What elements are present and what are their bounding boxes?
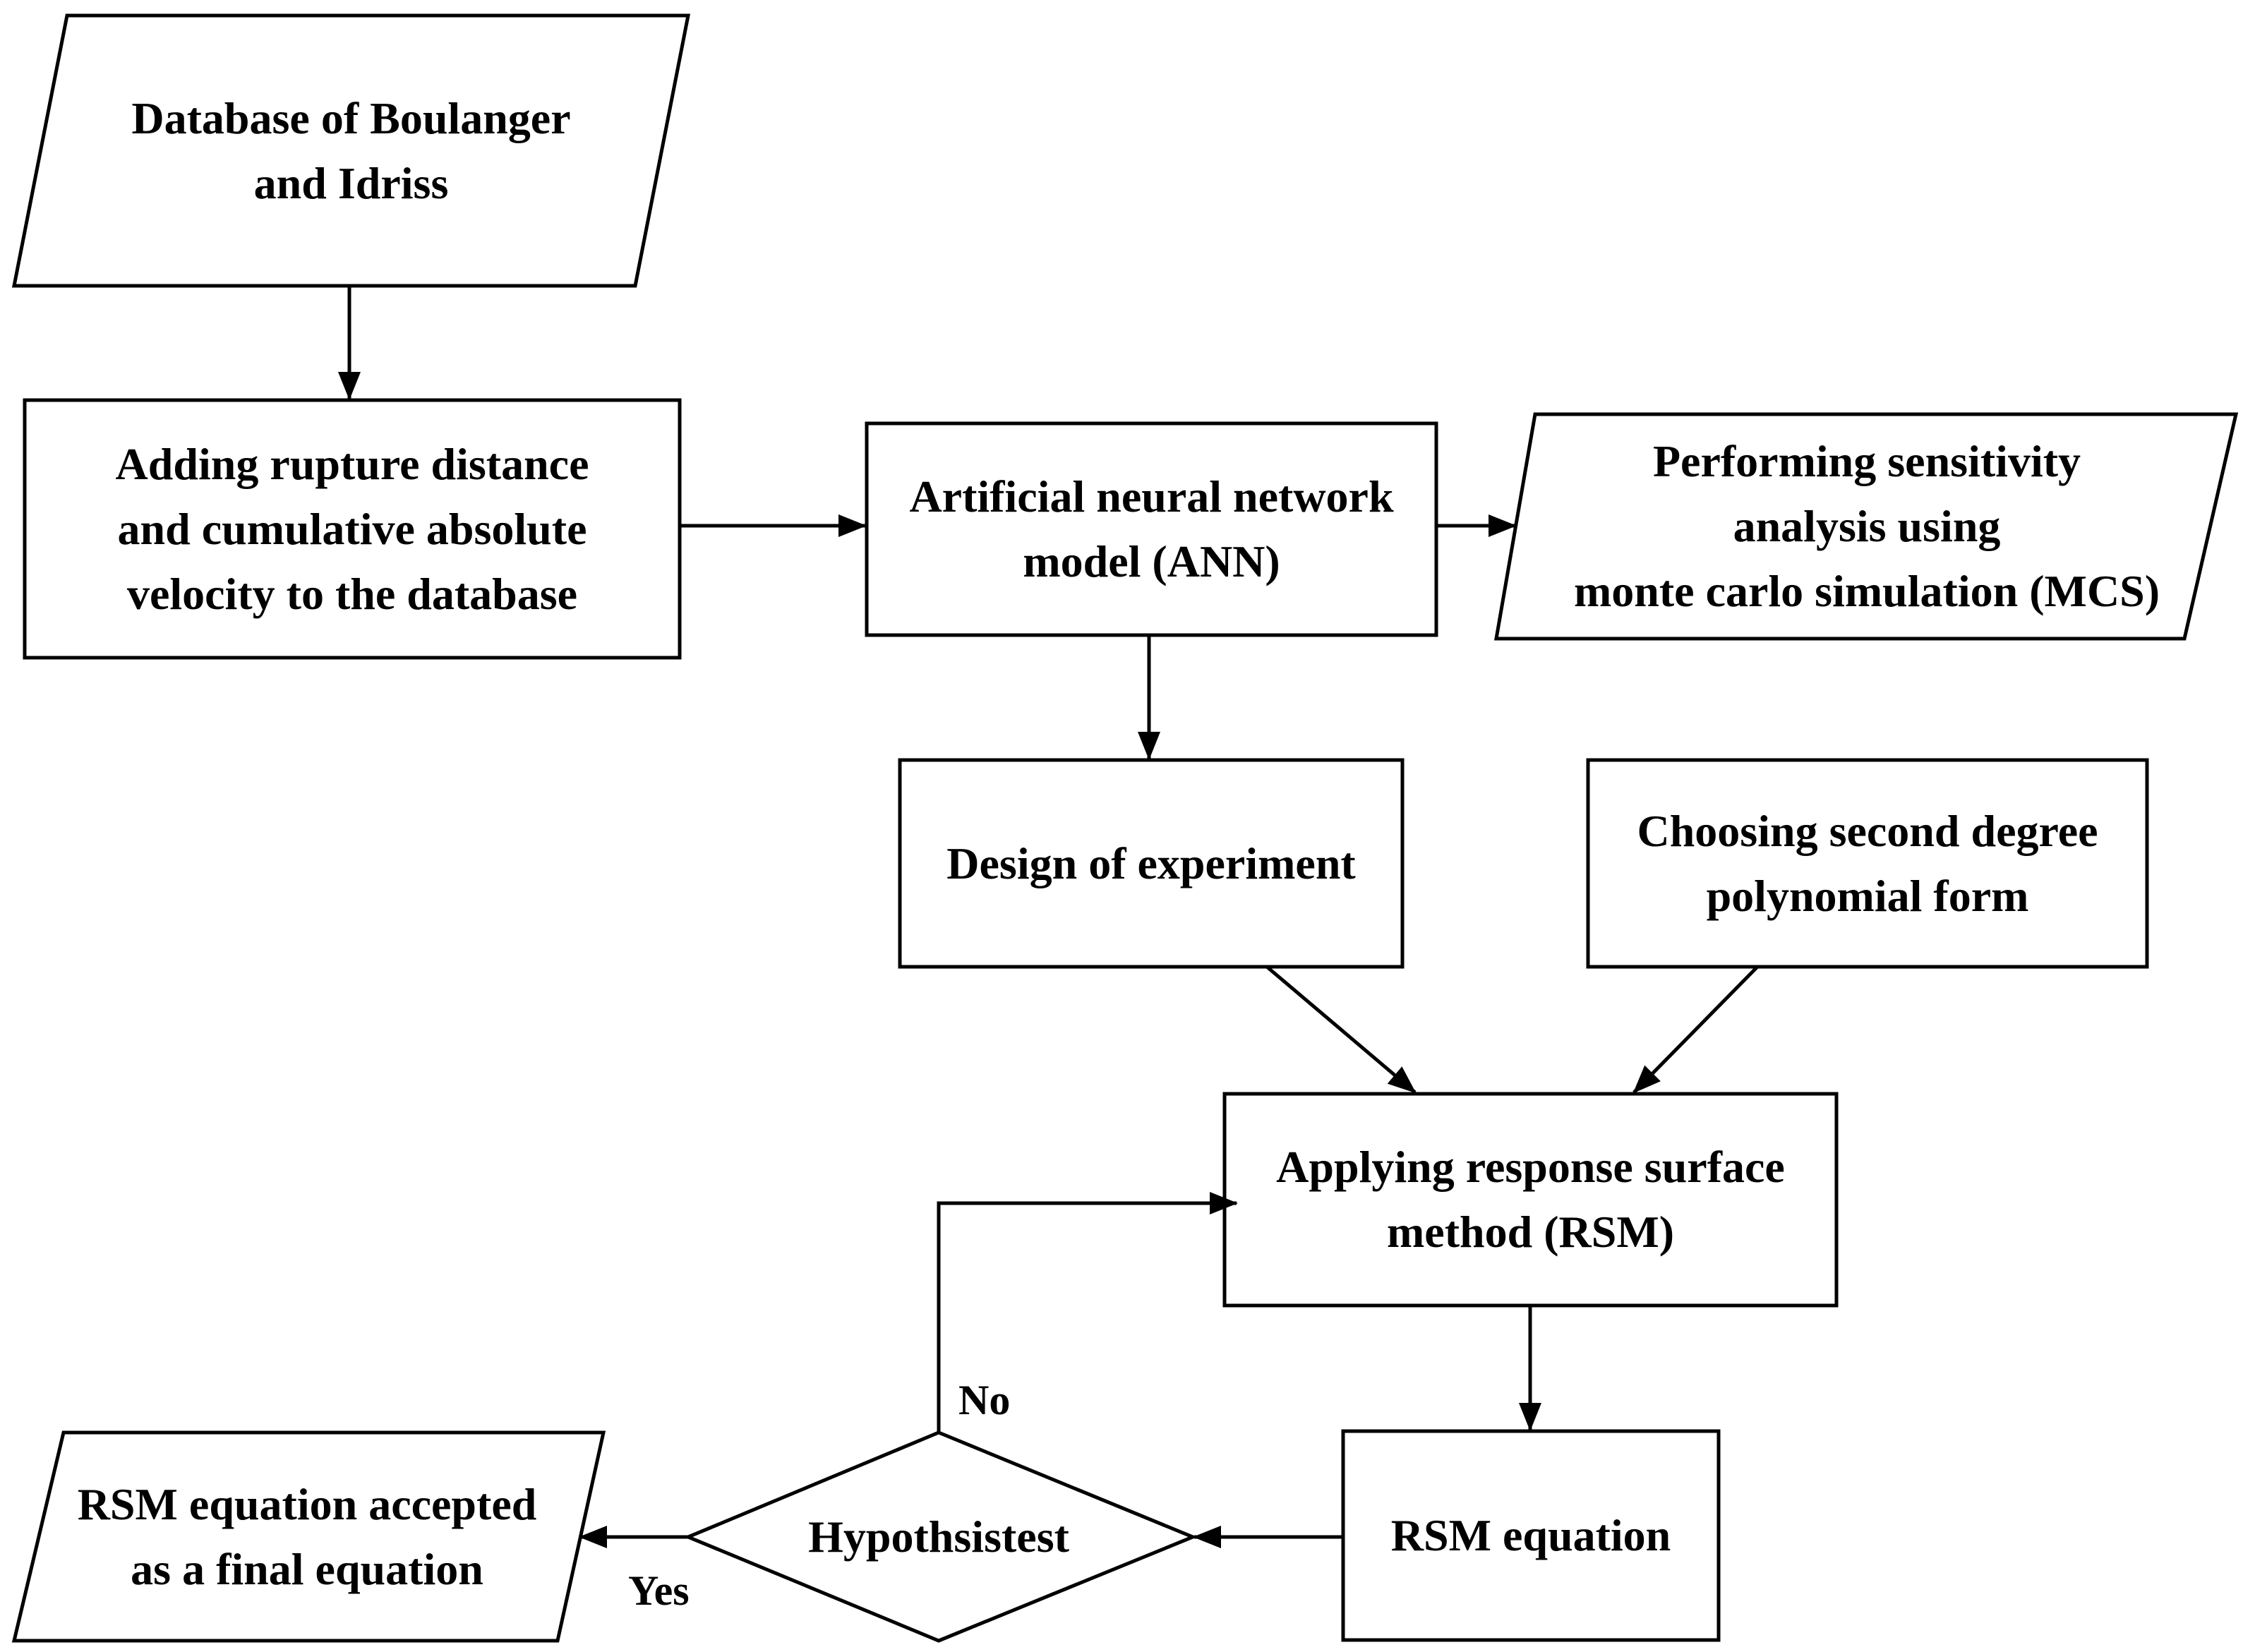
ann-label: Artificial neural network model (ANN) [909,471,1394,586]
rsm-apply-label: Applying response surface method (RSM) [1276,1142,1785,1257]
doe-box [898,758,1405,969]
edge-doe-to-rsm [1265,965,1417,1094]
final-parallelogram [11,1430,606,1643]
polynomial-box [1586,758,2149,969]
rsm-equation-label: RSM equation [1390,1510,1671,1560]
doe-label: Design of experiment [946,838,1356,888]
database-label: Database of Boulanger and Idriss [131,92,571,208]
yes-edge-label: Yes [628,1567,690,1614]
adding-label: Adding rupture distance and cumulative a… [115,438,589,619]
no-edge-label: No [958,1377,1011,1423]
ann-box [865,421,1438,637]
final-label: RSM equation accepted as a final equatio… [77,1478,537,1594]
hypothesis-label: Hypothsistest [808,1512,1069,1562]
hypothesis-diamond [683,1430,1198,1643]
database-parallelogram [11,13,691,288]
rsm-apply-box [1222,1092,1839,1308]
polynomial-label: Choosing second degree polynomial form [1637,805,2098,921]
sensitivity-parallelogram [1494,412,2239,641]
rsm-equation-box [1341,1429,1721,1642]
edge-polynomial-to-rsm [1632,965,1759,1094]
edge-hypothesis-no-loop [937,1192,1238,1433]
adding-box [23,398,682,660]
sensitivity-label: Performing sensitivity analysis using mo… [1573,436,2160,616]
